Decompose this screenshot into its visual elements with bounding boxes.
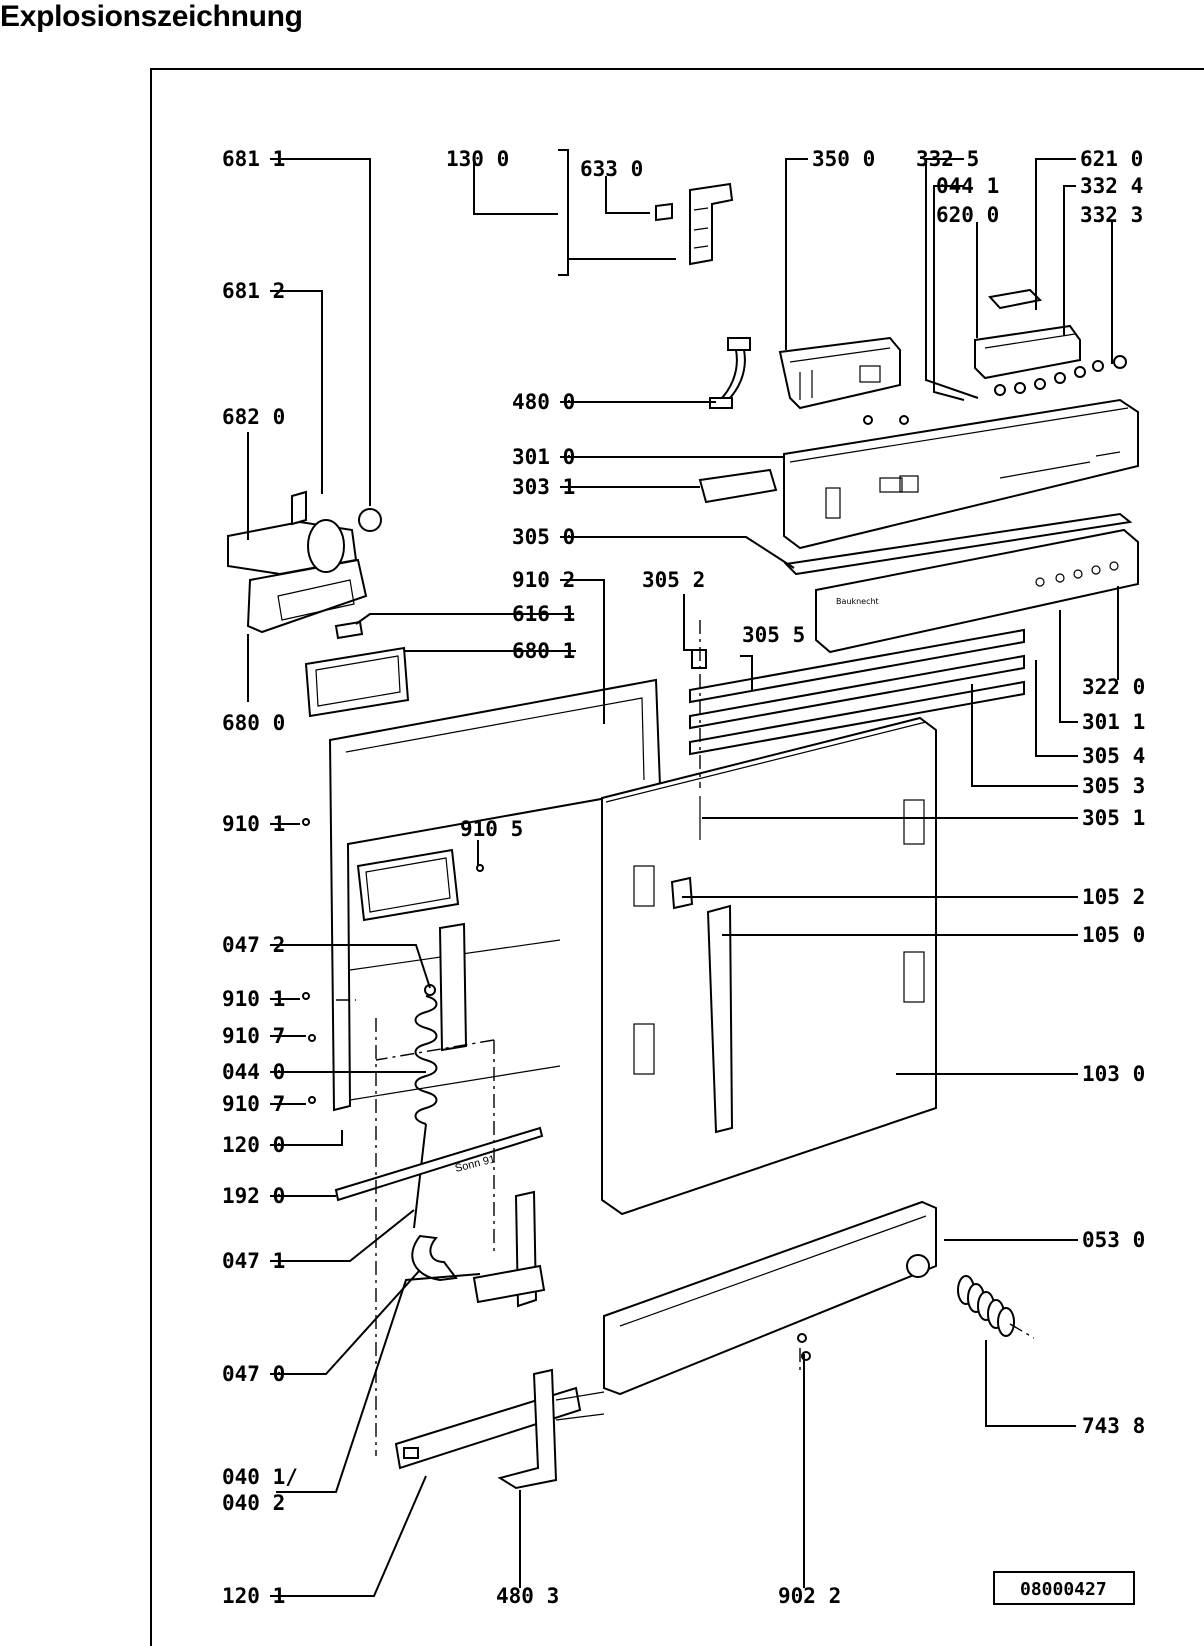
lower-bracket-part xyxy=(394,1368,605,1490)
label-130-0: 130 0 xyxy=(446,147,509,171)
label-053-0: 053 0 xyxy=(1082,1228,1145,1252)
control-board-part xyxy=(778,336,909,425)
label-621-0: 621 0 xyxy=(1080,147,1143,171)
label-044-1: 044 1 xyxy=(936,174,999,198)
cap-part xyxy=(698,468,778,504)
label-350-0: 350 0 xyxy=(812,147,875,171)
label-743-8: 743 8 xyxy=(1082,1414,1145,1438)
door-lock-part xyxy=(655,182,734,266)
control-panel-front-part: Bauknecht xyxy=(815,528,1139,654)
label-680-0: 680 0 xyxy=(222,711,285,735)
label-040-2: 040 2 xyxy=(222,1491,285,1515)
trim-strip-part xyxy=(783,512,1133,576)
coil-spring-part xyxy=(957,1275,1015,1337)
part-labels: 681 1 130 0 633 0 350 0 332 5 621 0 044 … xyxy=(222,147,1145,1608)
label-910-7-upper: 910 7 xyxy=(222,1024,285,1048)
cable-harness-part xyxy=(709,337,751,409)
label-305-0: 305 0 xyxy=(512,525,575,549)
label-040-1: 040 1/ xyxy=(222,1465,298,1489)
label-120-0: 120 0 xyxy=(222,1133,285,1157)
leader-lines xyxy=(247,149,1119,1597)
drawing-number-box: 08000427 xyxy=(993,1571,1135,1605)
label-616-1: 616 1 xyxy=(512,602,575,626)
label-681-1: 681 1 xyxy=(222,147,285,171)
hinge-part xyxy=(411,1190,546,1308)
rail-strips-part xyxy=(689,628,1025,756)
door-spring-part xyxy=(413,984,438,1229)
label-305-1: 305 1 xyxy=(1082,806,1145,830)
label-105-0: 105 0 xyxy=(1082,923,1145,947)
label-620-0: 620 0 xyxy=(936,203,999,227)
label-633-0: 633 0 xyxy=(580,157,643,181)
label-120-1: 120 1 xyxy=(222,1584,285,1608)
detergent-dispenser-part xyxy=(227,490,410,718)
fascia-panel-part xyxy=(783,398,1139,550)
label-047-1: 047 1 xyxy=(222,1249,285,1273)
label-910-1-upper: 910 1 xyxy=(222,812,285,836)
label-303-1: 303 1 xyxy=(512,475,575,499)
label-322-0: 322 0 xyxy=(1082,675,1145,699)
label-902-2: 902 2 xyxy=(778,1584,841,1608)
label-192-0: 192 0 xyxy=(222,1184,285,1208)
label-332-3: 332 3 xyxy=(1080,203,1143,227)
label-301-0: 301 0 xyxy=(512,445,575,469)
seal-strip-part xyxy=(334,1126,544,1202)
label-332-4: 332 4 xyxy=(1080,174,1143,198)
label-047-2: 047 2 xyxy=(222,933,285,957)
label-047-0: 047 0 xyxy=(222,1362,285,1386)
label-332-5: 332 5 xyxy=(916,147,979,171)
label-910-7-lower: 910 7 xyxy=(222,1092,285,1116)
label-480-3: 480 3 xyxy=(496,1584,559,1608)
label-480-0: 480 0 xyxy=(512,390,575,414)
label-305-2: 305 2 xyxy=(642,568,705,592)
label-910-2: 910 2 xyxy=(512,568,575,592)
label-301-1: 301 1 xyxy=(1082,710,1145,734)
assembly-axes xyxy=(336,620,1035,1456)
page-title: Explosionszeichnung xyxy=(0,0,303,33)
label-305-4: 305 4 xyxy=(1082,744,1145,768)
inner-door-panel-part xyxy=(302,678,662,1112)
drawing-number: 08000427 xyxy=(1020,1579,1107,1600)
label-681-2: 681 2 xyxy=(222,279,285,303)
drawing-frame xyxy=(150,68,1204,1646)
base-strip-part xyxy=(603,1200,937,1396)
brand-mark: Bauknecht xyxy=(836,597,879,606)
outer-door-panel-part xyxy=(601,716,937,1216)
label-305-3: 305 3 xyxy=(1082,774,1145,798)
label-680-1: 680 1 xyxy=(512,639,575,663)
label-044-0: 044 0 xyxy=(222,1060,285,1084)
label-682-0: 682 0 xyxy=(222,405,285,429)
label-910-1-lower: 910 1 xyxy=(222,987,285,1011)
button-block-part xyxy=(974,288,1127,396)
label-910-5: 910 5 xyxy=(460,817,523,841)
label-103-0: 103 0 xyxy=(1082,1062,1145,1086)
label-305-5: 305 5 xyxy=(742,623,805,647)
label-105-2: 105 2 xyxy=(1082,885,1145,909)
